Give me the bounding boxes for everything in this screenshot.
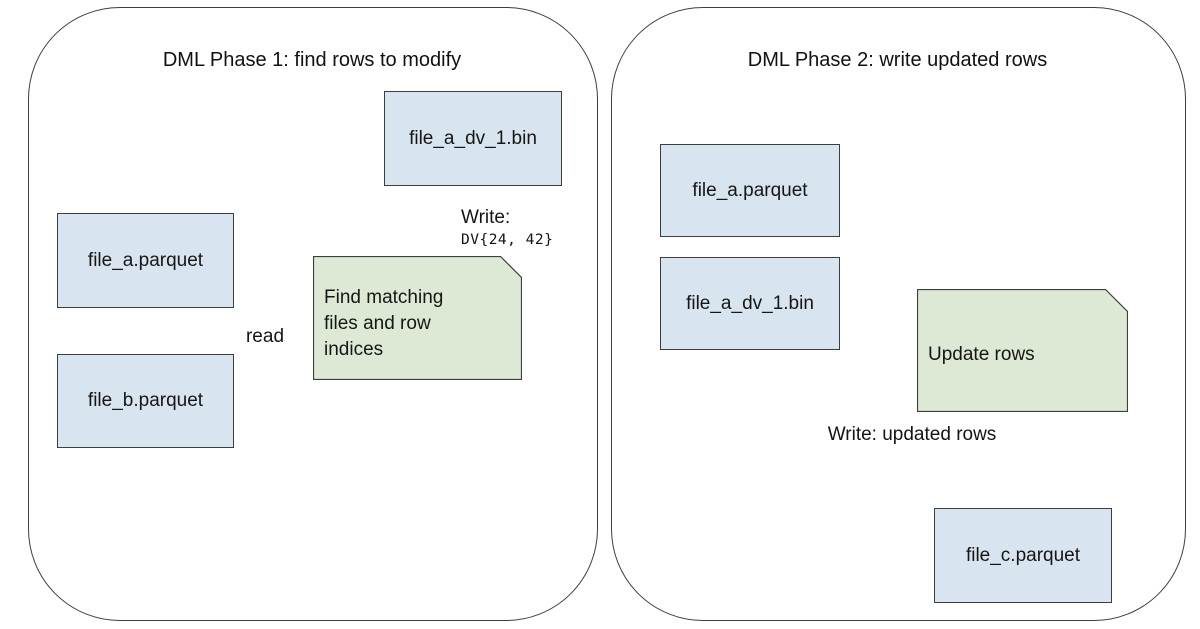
node-find-matching-process: Find matching files and row indices	[313, 256, 522, 380]
update-rows-label: Update rows	[928, 344, 1035, 365]
folded-corner-shape	[917, 289, 1128, 412]
node-file-c-parquet: file_c.parquet	[934, 508, 1112, 603]
node-file-a-dv-1-bin-2: file_a_dv_1.bin	[660, 257, 840, 350]
phase1-title: DML Phase 1: find rows to modify	[162, 49, 462, 71]
node-file-a-parquet: file_a.parquet	[57, 213, 234, 308]
folded-corner-shape	[313, 256, 522, 380]
phase2-title: DML Phase 2: write updated rows	[747, 49, 1048, 71]
node-file-a-parquet-2: file_a.parquet	[660, 144, 840, 237]
write-updated-rows-label: Write: updated rows	[827, 424, 997, 445]
node-update-rows-process: Update rows	[917, 289, 1128, 412]
read-arrow-label: read	[245, 326, 285, 347]
write-dv-detail-label: DV{24, 42}	[461, 232, 554, 248]
write-arrow-label: Write:	[461, 207, 511, 228]
node-file-b-parquet: file_b.parquet	[57, 354, 234, 448]
node-file-a-dv-1-bin: file_a_dv_1.bin	[384, 91, 562, 186]
find-matching-label: Find matching files and row indices	[324, 287, 444, 360]
